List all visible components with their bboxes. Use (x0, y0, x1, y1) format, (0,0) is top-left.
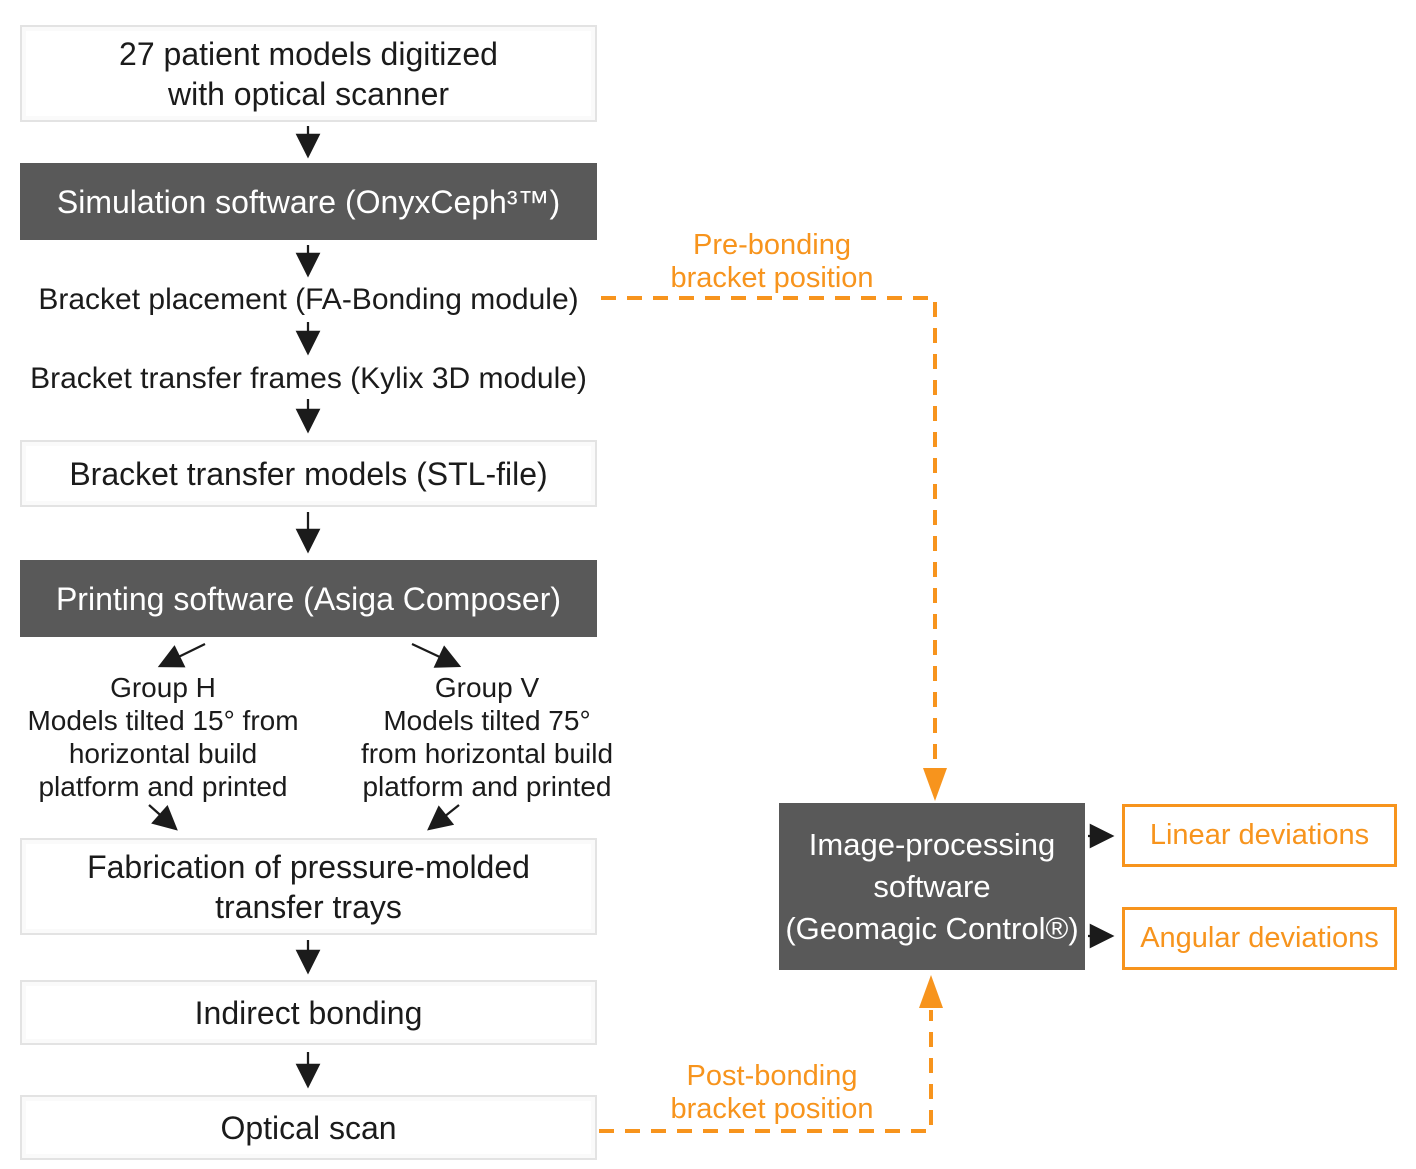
bracket-placement-label: Bracket placement (FA-Bonding module) (38, 283, 579, 316)
bracket-frames-label: Bracket transfer frames (Kylix 3D module… (30, 362, 587, 395)
optical-scan-label: Optical scan (220, 1109, 397, 1146)
pre-bonding-line1: Pre-bonding (693, 229, 851, 261)
image-processing-line1: Image-processing (808, 826, 1056, 862)
angular-deviations-box: Angular deviations (1122, 907, 1397, 970)
angular-deviations-label: Angular deviations (1140, 922, 1379, 954)
printing-software-box: Printing software (Asiga Composer) (20, 560, 597, 637)
post-bonding-line2: bracket position (670, 1093, 874, 1125)
image-processing-line3: (Geomagic Control®) (785, 910, 1079, 946)
arrow-group-v-to-fabrication (427, 804, 460, 831)
arrow-group-h-to-fabrication (148, 804, 178, 831)
pre-bonding-label: Pre-bonding bracket position (606, 229, 938, 295)
stl-models-box: Bracket transfer models (STL-file) (20, 440, 597, 507)
group-h-note: Group H Models tilted 15° from horizonta… (2, 671, 324, 803)
optical-scan-box: Optical scan (20, 1095, 597, 1160)
stl-models-label: Bracket transfer models (STL-file) (69, 455, 548, 492)
group-v-line2: Models tilted 75° (383, 705, 591, 736)
fabrication-line2: transfer trays (215, 888, 402, 925)
linear-deviations-box: Linear deviations (1122, 804, 1397, 867)
image-processing-box: Image-processing software (Geomagic Cont… (779, 803, 1085, 970)
pre-bonding-line2: bracket position (670, 262, 874, 294)
group-v-line3: from horizontal build (360, 738, 614, 769)
bracket-placement-step: Bracket placement (FA-Bonding module) (20, 283, 597, 317)
group-v-line4: platform and printed (362, 771, 612, 802)
group-v-line1: Group V (434, 672, 540, 703)
group-h-line3: horizontal build (68, 738, 258, 769)
post-bonding-line1: Post-bonding (686, 1060, 858, 1092)
group-h-line2: Models tilted 15° from (27, 705, 299, 736)
post-bonding-arrowhead-icon (919, 975, 943, 1008)
simulation-software-box: Simulation software (OnyxCeph³™) (20, 163, 597, 240)
pre-bonding-arrowhead-icon (923, 768, 947, 801)
digitize-box-line1: 27 patient models digitized (119, 35, 498, 72)
fabrication-box: Fabrication of pressure-molded transfer … (20, 838, 597, 935)
arrow-printing-to-group-h (157, 642, 206, 668)
indirect-bonding-box: Indirect bonding (20, 980, 597, 1045)
simulation-software-label: Simulation software (OnyxCeph³™) (56, 183, 561, 220)
group-v-note: Group V Models tilted 75° from horizonta… (326, 671, 648, 803)
pre-bonding-connector (601, 296, 937, 768)
group-h-line1: Group H (110, 672, 216, 703)
arrow-printing-to-group-v (411, 642, 462, 668)
digitize-box-line2: with optical scanner (167, 75, 450, 112)
bracket-frames-step: Bracket transfer frames (Kylix 3D module… (20, 362, 597, 396)
group-h-line4: platform and printed (38, 771, 288, 802)
printing-software-label: Printing software (Asiga Composer) (55, 580, 562, 617)
post-bonding-label: Post-bonding bracket position (606, 1060, 938, 1126)
fabrication-line1: Fabrication of pressure-molded (87, 848, 530, 885)
digitize-box: 27 patient models digitized with optical… (20, 25, 597, 122)
linear-deviations-label: Linear deviations (1149, 819, 1370, 851)
image-processing-line2: software (873, 868, 991, 904)
indirect-bonding-label: Indirect bonding (194, 994, 423, 1031)
